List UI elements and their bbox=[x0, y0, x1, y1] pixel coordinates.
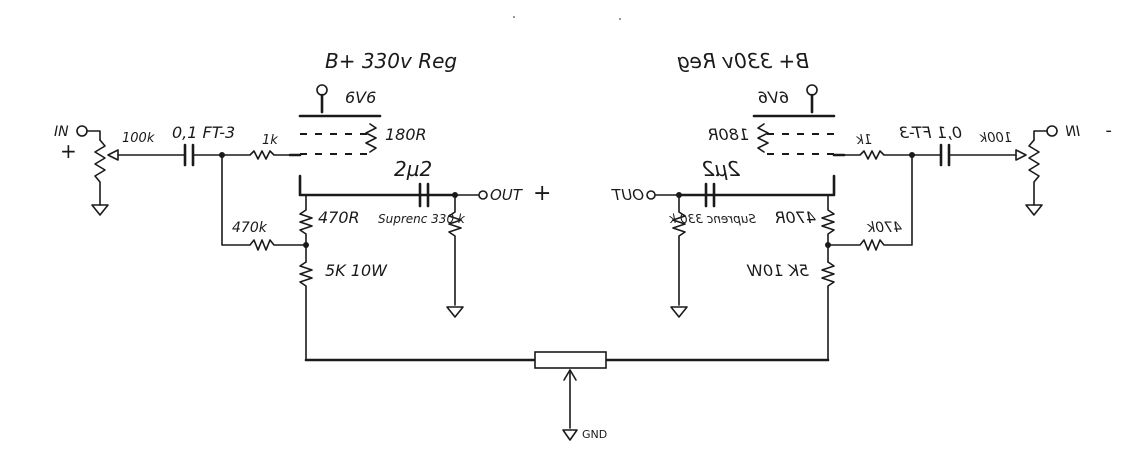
right-pot-label: 5K 10W bbox=[746, 261, 809, 280]
right-pot-resistor bbox=[821, 261, 835, 361]
right-coupling-cap bbox=[939, 143, 951, 167]
left-node-cathode bbox=[303, 242, 309, 248]
right-input-sign: - bbox=[1106, 120, 1113, 141]
left-out-cap-label: 2µ2 bbox=[394, 157, 432, 181]
left-input-wire bbox=[86, 130, 101, 141]
left-grid-leak-label: 470k bbox=[232, 220, 268, 236]
right-cathode-res-label: 470R bbox=[774, 208, 816, 227]
balance-wiper-arrow-icon bbox=[563, 369, 577, 381]
left-plate-resistor bbox=[365, 123, 377, 153]
left-input-pot bbox=[94, 139, 106, 206]
left-output-terminal bbox=[478, 190, 488, 200]
left-out-res-label: Suprenc 330 k bbox=[378, 212, 466, 226]
left-out-cap bbox=[418, 182, 430, 208]
right-input-wire bbox=[1033, 130, 1048, 141]
left-input-label: IN bbox=[54, 124, 69, 140]
left-input-ground-icon bbox=[91, 204, 109, 216]
left-grid-leak-resistor bbox=[221, 154, 307, 251]
right-cathode-line bbox=[677, 174, 836, 197]
left-plate-res-label: 180R bbox=[385, 125, 427, 144]
left-output-label: OUT bbox=[490, 186, 524, 204]
right-cathode-resistor bbox=[821, 194, 835, 263]
right-grid-resistor bbox=[843, 150, 913, 160]
balance-section: GND bbox=[304, 351, 830, 441]
right-series-res-label: 100k bbox=[979, 131, 1012, 146]
scan-speck bbox=[619, 18, 621, 20]
left-out-ground-icon bbox=[446, 306, 464, 318]
right-grid-leak-label: 470k bbox=[866, 220, 902, 236]
right-grid-leak-resistor bbox=[827, 154, 913, 251]
left-grid-res-label: 1k bbox=[262, 133, 278, 148]
right-input-terminal bbox=[1046, 125, 1058, 137]
left-out-resistor bbox=[448, 194, 462, 306]
scan-speck bbox=[513, 16, 515, 18]
right-input-ground-icon bbox=[1025, 204, 1043, 216]
right-out-cap-label: 2µ2 bbox=[702, 157, 740, 181]
left-pot-label: 5K 10W bbox=[325, 261, 388, 280]
right-out-resistor bbox=[672, 194, 686, 306]
right-supply-label: B+ 330v Reg bbox=[677, 49, 809, 73]
left-cathode-resistor bbox=[299, 194, 313, 263]
balance-potentiometer bbox=[534, 351, 607, 369]
left-input-terminal bbox=[76, 125, 88, 137]
right-plate-resistor bbox=[757, 123, 769, 153]
right-input-pot bbox=[1028, 139, 1040, 206]
right-out-cap bbox=[704, 182, 716, 208]
left-coupling-cap bbox=[183, 143, 195, 167]
right-out-res-label: Suprenc 330 k bbox=[668, 212, 756, 226]
right-pot-arrow-icon bbox=[1015, 149, 1027, 161]
left-output-sign: + bbox=[533, 181, 551, 206]
left-cathode-line bbox=[298, 174, 457, 197]
left-input-sign: + bbox=[60, 139, 77, 163]
right-output-label: OUT bbox=[610, 186, 644, 204]
left-supply-terminal bbox=[316, 84, 328, 96]
right-output-terminal bbox=[646, 190, 656, 200]
left-supply-label: B+ 330v Reg bbox=[325, 49, 457, 73]
right-coupling-cap-label: 0,1 FT-3 bbox=[899, 123, 962, 142]
right-plate-res-label: 180R bbox=[707, 125, 749, 144]
right-grid-res-label: 1k bbox=[856, 133, 872, 148]
left-pot-resistor bbox=[299, 261, 313, 361]
right-supply-terminal bbox=[806, 84, 818, 96]
right-channel: B+ 330v Reg 6V6 180R IN - 100k 0,1 FT-3 … bbox=[610, 49, 1113, 361]
right-input-label: IN bbox=[1065, 124, 1080, 140]
left-tube-label: 6V6 bbox=[345, 88, 376, 107]
left-pot-arrow-icon bbox=[107, 149, 119, 161]
right-tube-label: 6V6 bbox=[758, 88, 789, 107]
left-cathode-res-label: 470R bbox=[318, 208, 360, 227]
right-node-cathode bbox=[825, 242, 831, 248]
ground-icon bbox=[562, 429, 578, 441]
left-coupling-cap-label: 0,1 FT-3 bbox=[172, 123, 235, 142]
left-series-res-label: 100k bbox=[122, 131, 155, 146]
left-grid-resistor bbox=[221, 150, 291, 160]
right-out-ground-icon bbox=[670, 306, 688, 318]
ground-label: GND bbox=[582, 428, 607, 441]
left-channel: B+ 330v Reg 6V6 180R IN + 100k 0,1 FT-3 … bbox=[54, 49, 551, 361]
